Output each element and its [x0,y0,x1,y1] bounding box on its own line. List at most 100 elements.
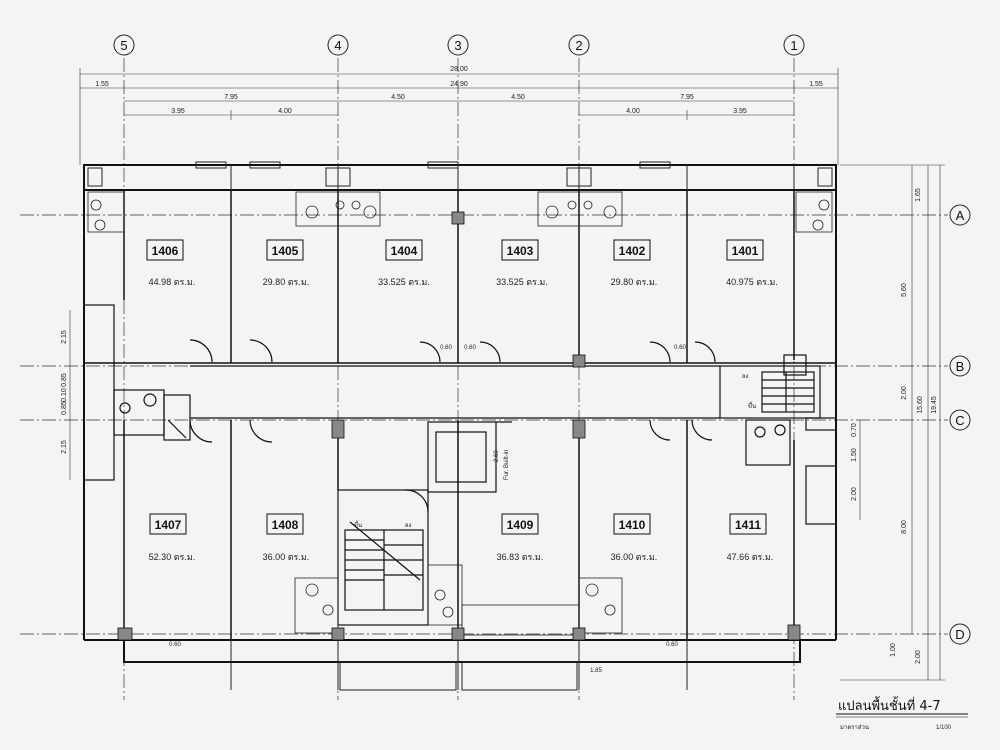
dim-total1: 15.60 [917,396,924,414]
unit-area: 36.00 ตร.ม. [263,552,310,562]
dimension-lines-top [79,68,839,165]
axis-label: C [955,413,964,428]
central-stair [337,489,429,626]
unit-1407: 1407 52.30 ตร.ม. [149,513,196,562]
stair-label: ลง [405,523,412,529]
dim-edge-left: 1.55 [95,81,109,88]
dim-inner: 24.90 [450,81,468,88]
dim-d4: 8.00 [901,520,908,534]
unit-1401: 1401 40.975 ตร.ม. [726,239,778,287]
dim-d3: 2.00 [901,386,908,400]
dim-d7: 0.70 [851,423,858,437]
door-width-label: 0.60 [674,345,686,351]
dim-l4: 0.85 [61,401,68,415]
dim-d6: 1.00 [890,643,897,657]
unit-labels: 1406 44.98 ตร.ม. 1405 29.80 ตร.ม. 1404 3… [146,239,778,562]
door-width-label: 0.60 [440,345,452,351]
unit-number: 1406 [152,244,179,258]
dim-sub4: 3.95 [733,108,747,115]
stair-label: ขึ้น [354,519,362,529]
unit-1406: 1406 44.98 ตร.ม. [146,239,196,287]
unit-number: 1404 [391,244,418,258]
bottom-dim-label: 1.85 [590,668,602,674]
door-width-label: 0.60 [169,642,181,648]
axis-label: D [955,627,964,642]
scale-value: 1/100 [936,725,952,731]
dimension-lines-right [840,164,945,681]
unit-number: 1402 [619,244,646,258]
dim-span4: 7.95 [680,94,694,101]
dim-sub3: 4.00 [626,108,640,115]
dim-sub1: 3.95 [171,108,185,115]
columns [117,211,801,641]
unit-number: 1405 [272,244,299,258]
right-stair-labels: ลง ขึ้น [742,374,756,410]
unit-1409: 1409 36.83 ตร.ม. [497,513,544,562]
unit-area: 52.30 ตร.ม. [149,552,196,562]
unit-number: 1407 [155,518,182,532]
dimension-text-top: 28.00 24.90 1.55 1.55 7.95 4.50 4.50 7.9… [95,66,823,115]
unit-area: 33.525 ตร.ม. [496,277,548,287]
unit-1410: 1410 36.00 ตร.ม. [611,513,658,562]
unit-area: 29.80 ตร.ม. [263,277,310,287]
unit-1411: 1411 47.66 ตร.ม. [727,513,774,562]
axis-label: B [956,359,965,374]
dim-d5: 2.00 [915,650,922,664]
unit-area: 47.66 ตร.ม. [727,552,774,562]
axis-label: A [956,208,965,223]
stair-label: ลง [742,374,749,380]
dimension-text-right: 1.65 5.60 2.00 8.00 2.00 15.60 19.45 1.0… [851,188,938,664]
unit-1403: 1403 33.525 ตร.ม. [496,239,548,287]
unit-number: 1403 [507,244,534,258]
top-bathrooms [87,191,833,233]
right-stair-core [719,354,837,525]
dim-d1: 1.65 [915,188,922,202]
dim-d8: 1.50 [851,448,858,462]
unit-number: 1410 [619,518,646,532]
dim-d9: 2.00 [851,487,858,501]
axis-bubbles-top: 5 4 3 2 1 [113,34,805,56]
unit-area: 44.98 ตร.ม. [149,277,196,287]
dim-span2: 4.50 [391,94,405,101]
unit-number: 1408 [272,518,299,532]
stair-label: ขึ้น [748,400,756,410]
dim-overall: 28.00 [450,66,468,73]
unit-area: 36.00 ตร.ม. [611,552,658,562]
dim-l1: 2.15 [61,330,68,344]
axis-label: 1 [790,38,797,53]
axis-label: 4 [334,38,341,53]
unit-area: 40.975 ตร.ม. [726,277,778,287]
bottom-balcony-details [230,640,688,691]
unit-area: 33.525 ตร.ม. [378,277,430,287]
central-stair-labels: ขึ้น ลง [354,519,411,529]
door-width-label: 0.60 [666,642,678,648]
dim-total2: 19.45 [931,396,938,414]
dim-edge-right: 1.55 [809,81,823,88]
axis-label: 2 [575,38,582,53]
dim-l5: 2.15 [61,440,68,454]
builtin-labels: Fur. Built-in 2.60 [494,450,510,480]
unit-area: 36.83 ตร.ม. [497,552,544,562]
axis-label: 5 [120,38,127,53]
door-width-labels: 0.60 0.60 0.60 0.60 0.60 [169,345,686,648]
dim-d2: 5.60 [901,283,908,297]
top-balcony-details [87,161,833,190]
axis-label: 3 [454,38,461,53]
dimension-text-left: 2.15 0.85 0.10 0.85 2.15 [61,330,68,454]
unit-number: 1411 [735,518,761,532]
dim-sub2: 4.00 [278,108,292,115]
unit-number: 1401 [732,244,759,258]
left-service-core [83,304,191,481]
unit-1404: 1404 33.525 ตร.ม. [378,239,430,287]
dim-l3: 0.10 [61,388,68,402]
builtin-dim-label: 2.60 [494,450,500,462]
corridor [189,339,720,443]
dim-span3: 4.50 [511,94,525,101]
axis-bubbles-right: A B C D [949,204,971,645]
plan-title: แปลนพื้นชั้นที่ 4-7 [838,696,941,714]
door-width-label: 0.60 [464,345,476,351]
builtin-label: Fur. Built-in [504,450,510,480]
dim-span1: 7.95 [224,94,238,101]
